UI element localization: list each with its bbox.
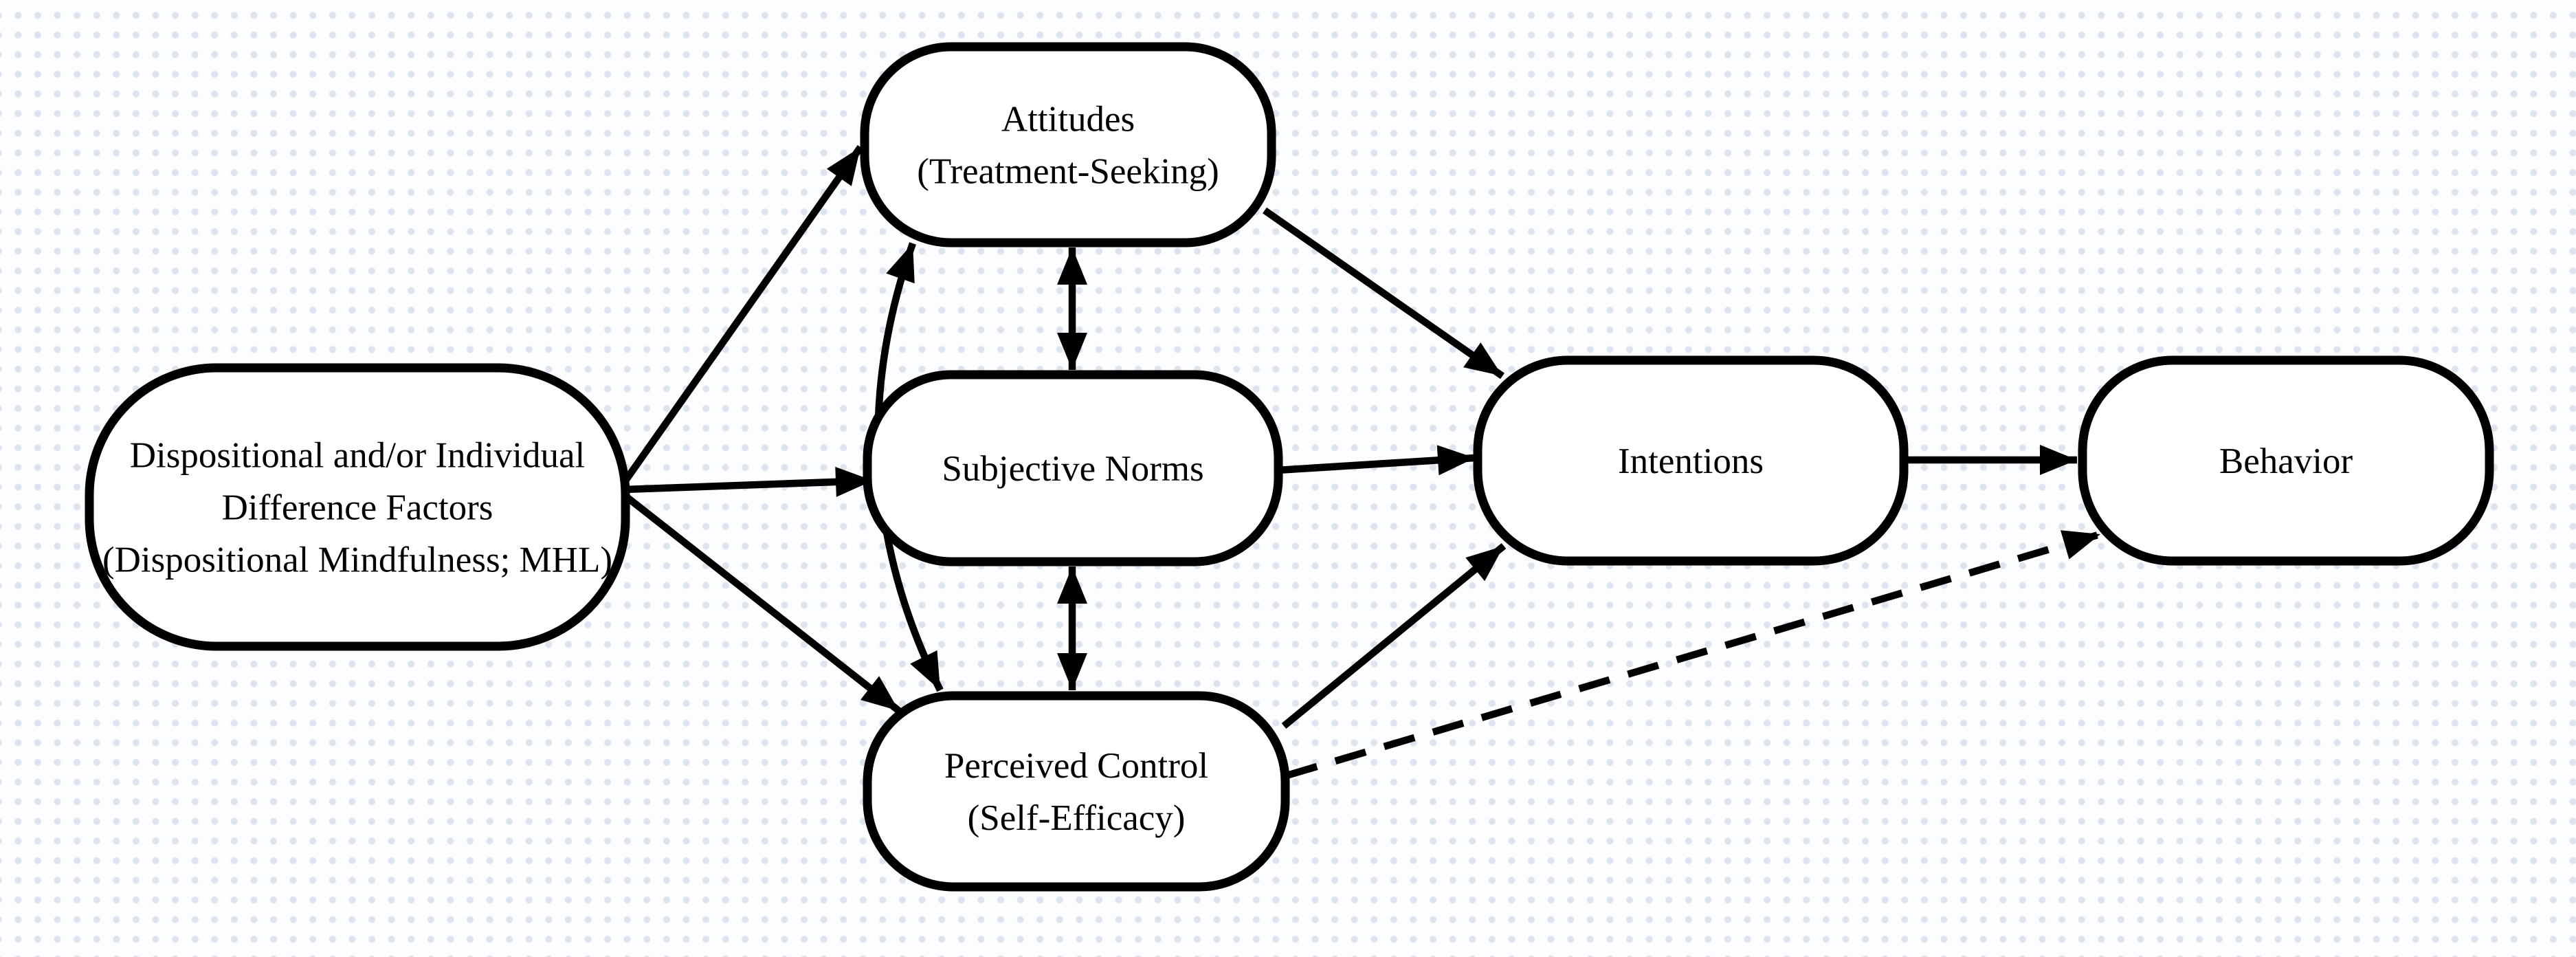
arrowhead-into-intentions [1463, 342, 1502, 376]
arrowhead-into-intentions [1436, 445, 1475, 476]
edge-attitudes-to-subjective-norms [1057, 248, 1087, 370]
subjective-norms-label: Subjective Norms [942, 449, 1203, 489]
arrowhead-into-perceived-control [860, 676, 899, 711]
edge-perceived-control-to-intentions [1281, 542, 1507, 729]
arrowhead-into-attitudes [1057, 248, 1087, 285]
intentions-label: Intentions [1618, 441, 1764, 481]
arrowhead-into-behavior [2040, 445, 2077, 475]
edge-line-solid [1262, 207, 1505, 380]
edge-line-solid [621, 144, 864, 485]
behavior-label: Behavior [2219, 441, 2353, 481]
edge-attitudes-to-intentions [1262, 207, 1505, 380]
edge-subjective-norms-to-perceived-control [1057, 566, 1087, 690]
node-attitudes: Attitudes(Treatment-Seeking) [860, 42, 1276, 248]
arrowhead-into-subjective-norms [1057, 333, 1087, 370]
edge-intentions-to-behavior [1904, 445, 2077, 475]
perceived-control-label: Perceived Control(Self-Efficacy) [944, 746, 1208, 838]
arrowhead-into-subjective-norms [835, 466, 873, 497]
edge-line-solid [621, 492, 902, 714]
edge-line-solid [623, 476, 874, 494]
edge-dispositional-factors-to-subjective-norms [623, 466, 874, 497]
perceived-control-box [863, 691, 1290, 892]
behavior-box [2078, 355, 2494, 566]
attitudes-label: Attitudes(Treatment-Seeking) [917, 100, 1219, 192]
arrowhead-into-behavior [2060, 530, 2100, 560]
arrowhead-into-subjective-norms [1057, 566, 1087, 604]
node-subjective-norms: Subjective Norms [863, 370, 1283, 566]
dispositional-factors-box [85, 363, 630, 651]
edge-dispositional-factors-to-perceived-control [621, 492, 902, 714]
arrowhead-into-perceived-control [910, 650, 940, 690]
node-behavior: Behavior [2078, 355, 2494, 566]
arrowhead-into-perceived-control [1057, 653, 1087, 690]
edge-dispositional-factors-to-attitudes [621, 144, 864, 485]
edge-subjective-norms-to-intentions [1276, 445, 1476, 476]
node-perceived-control: Perceived Control(Self-Efficacy) [863, 691, 1290, 892]
subjective-norms-box [863, 370, 1283, 566]
node-intentions: Intentions [1473, 355, 1909, 566]
edge-line-solid [1281, 542, 1507, 729]
edge-perceived-control-to-behavior [1285, 530, 2102, 780]
arrowhead-into-intentions [1465, 546, 1504, 582]
attitudes-box [860, 42, 1276, 248]
arrowhead-into-attitudes [886, 243, 915, 284]
intentions-box [1473, 355, 1909, 566]
arrowhead-into-attitudes [826, 147, 860, 186]
edge-line-dashed [1285, 530, 2102, 780]
